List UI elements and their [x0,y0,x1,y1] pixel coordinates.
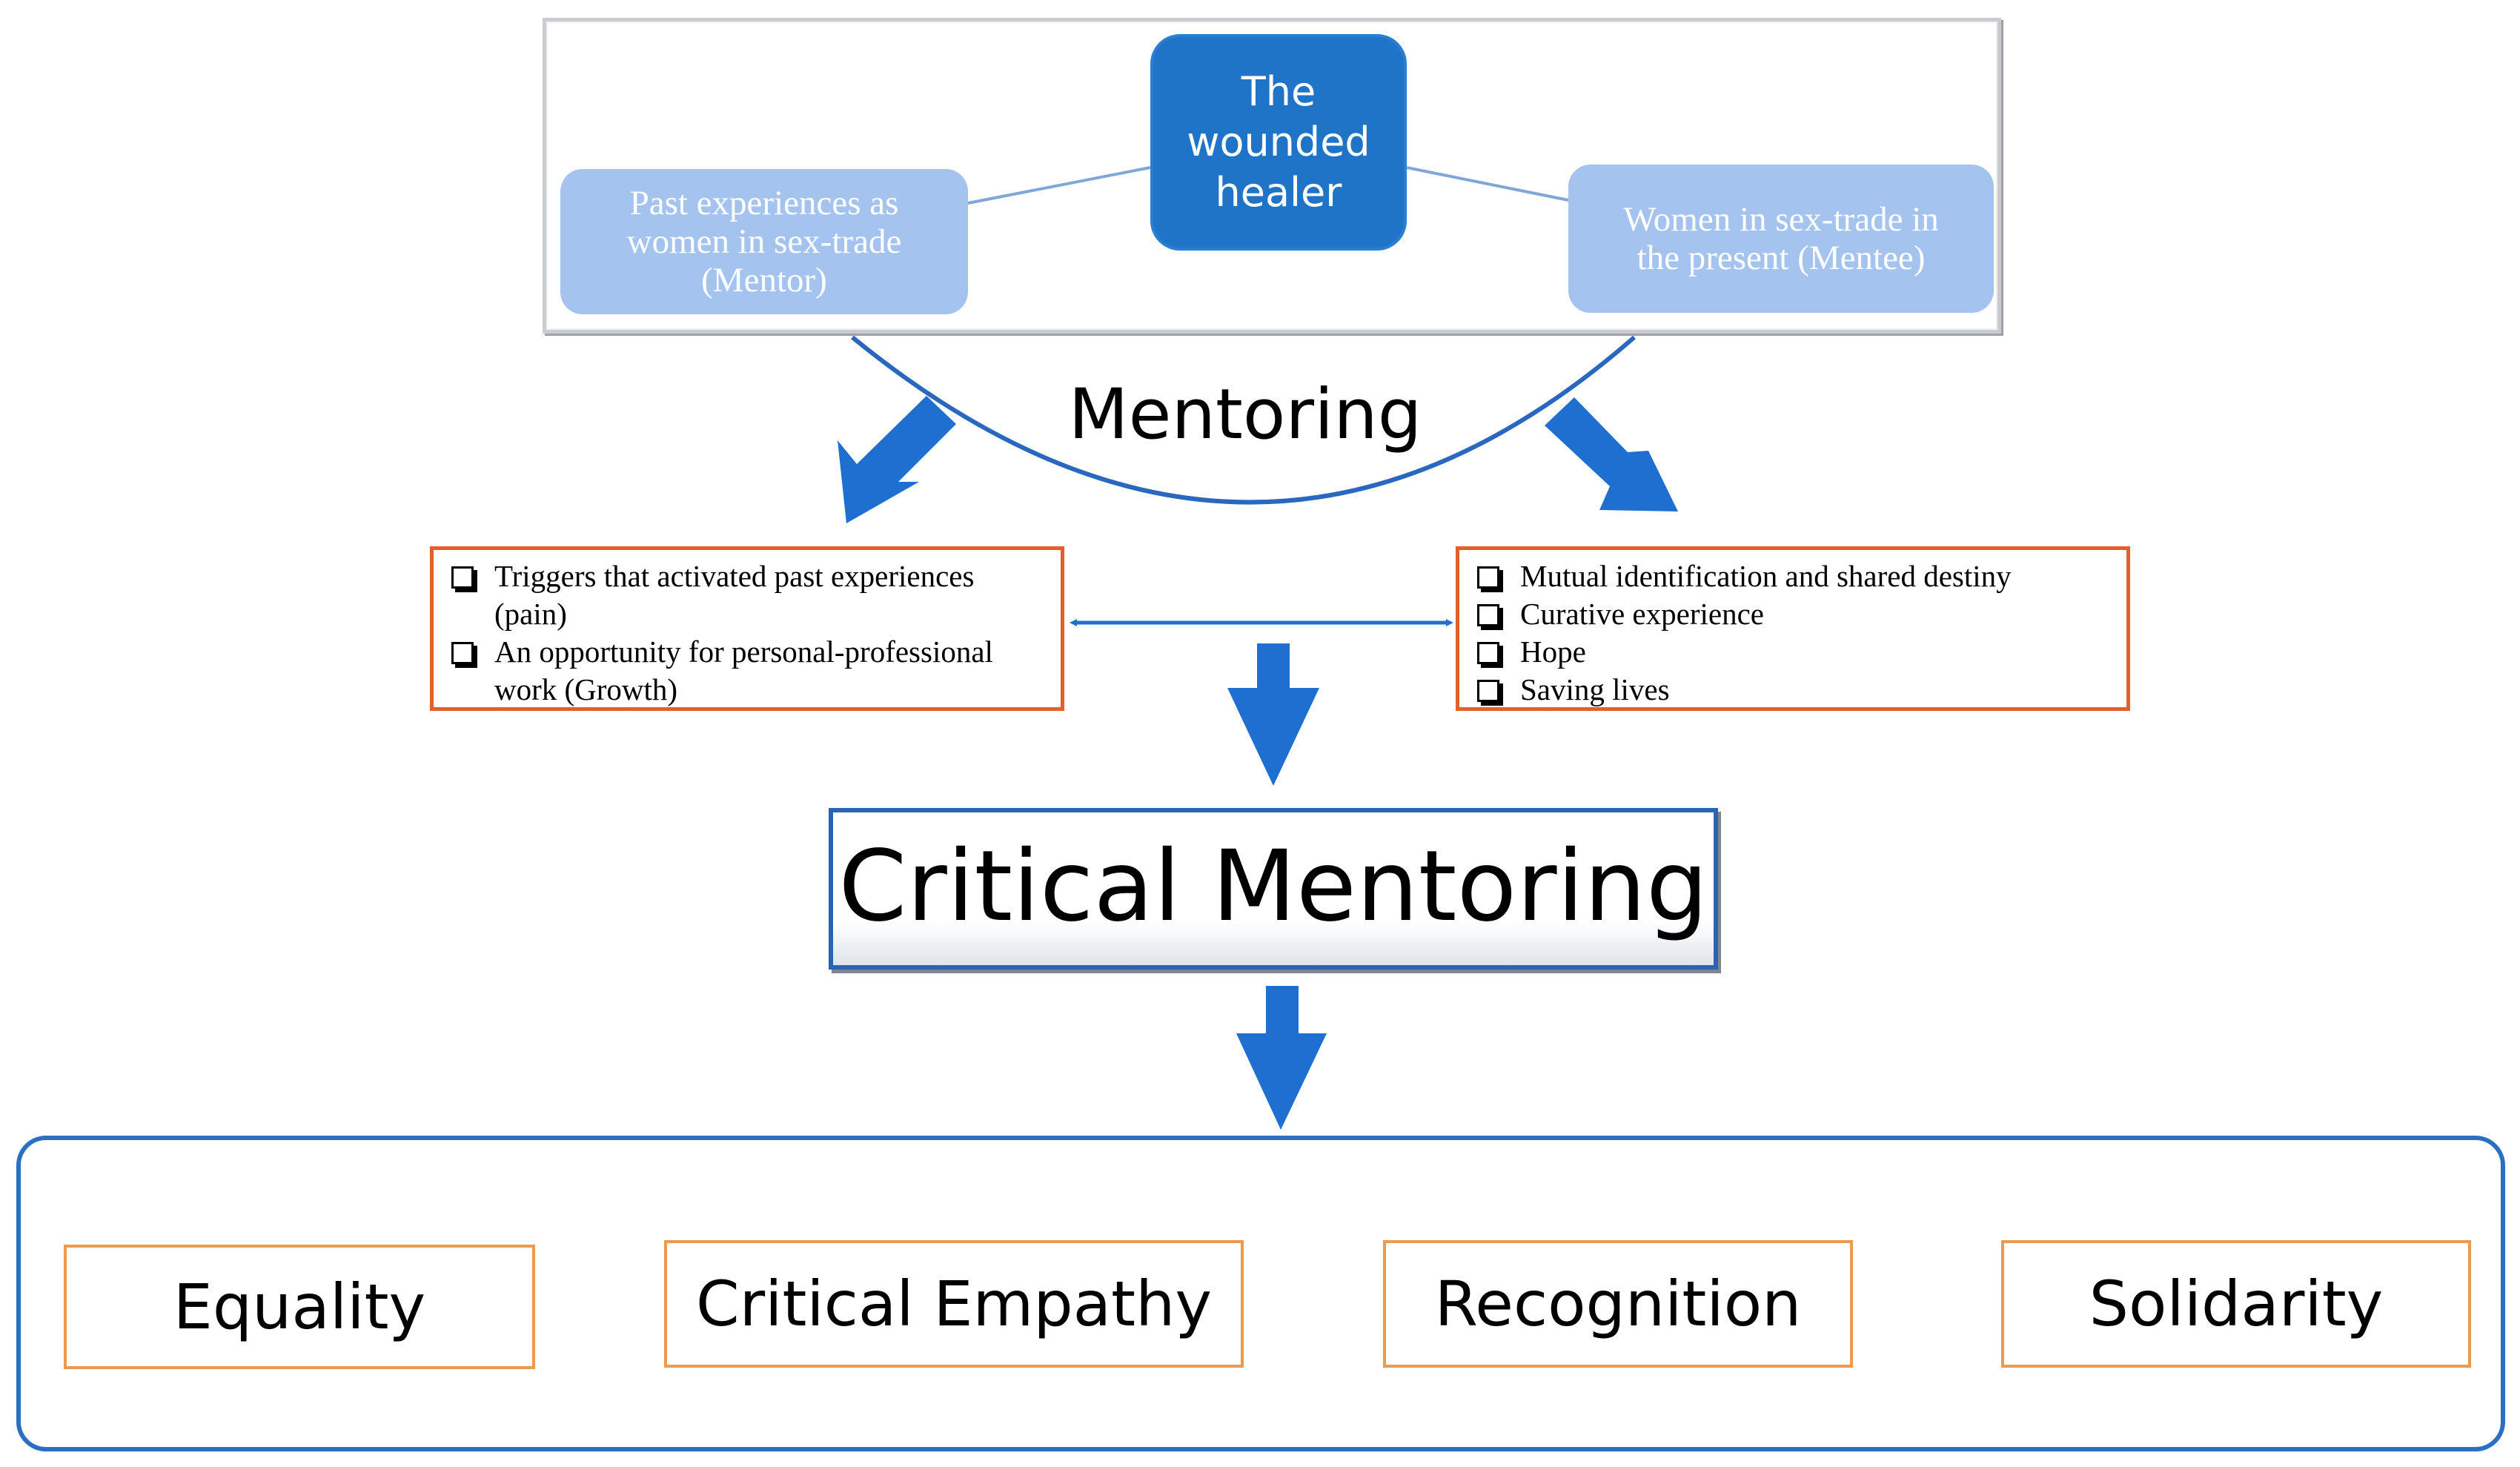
connector-right-line [1406,166,1569,202]
checkbox-icon [1477,680,1499,702]
mentor-outcomes-list: Triggers that activated past experiences… [430,546,1064,711]
value-recognition: Recognition [1383,1240,1853,1368]
checkbox-icon [451,566,474,589]
mentoring-label: Mentoring [1068,374,1422,455]
value-critical-empathy: Critical Empathy [664,1240,1244,1368]
mentoring-arc [851,335,1636,505]
list-item: An opportunity for personal-professional… [445,633,1049,709]
list-item: Triggers that activated past experiences… [445,557,1049,633]
list-item: Mutual identification and shared destiny [1471,557,2115,595]
checkbox-icon [1477,642,1499,664]
checkbox-icon [1477,604,1499,626]
value-equality: Equality [64,1245,535,1369]
diagonal-arrow-right [1545,397,1678,511]
mentee-outcomes-list: Mutual identification and shared destiny… [1456,546,2130,711]
down-arrow-2 [1236,986,1327,1130]
checkbox-icon [451,642,474,664]
down-arrow-1 [1227,643,1319,786]
list-item: Curative experience [1471,595,2115,633]
list-item: Hope [1471,633,2115,671]
mentee-present-box: Women in sex-trade in the present (Mente… [1568,165,1994,313]
critical-mentoring-box: Critical Mentoring [829,808,1718,970]
diagonal-arrow-left [838,396,956,523]
list-item: Saving lives [1471,671,2115,709]
checkbox-icon [1477,566,1499,589]
mentor-past-experiences-box: Past experiences as women in sex-trade (… [560,169,968,314]
value-solidarity: Solidarity [2001,1240,2471,1368]
connector-left-line [967,166,1151,205]
wounded-healer-box: The wounded healer [1150,34,1407,251]
